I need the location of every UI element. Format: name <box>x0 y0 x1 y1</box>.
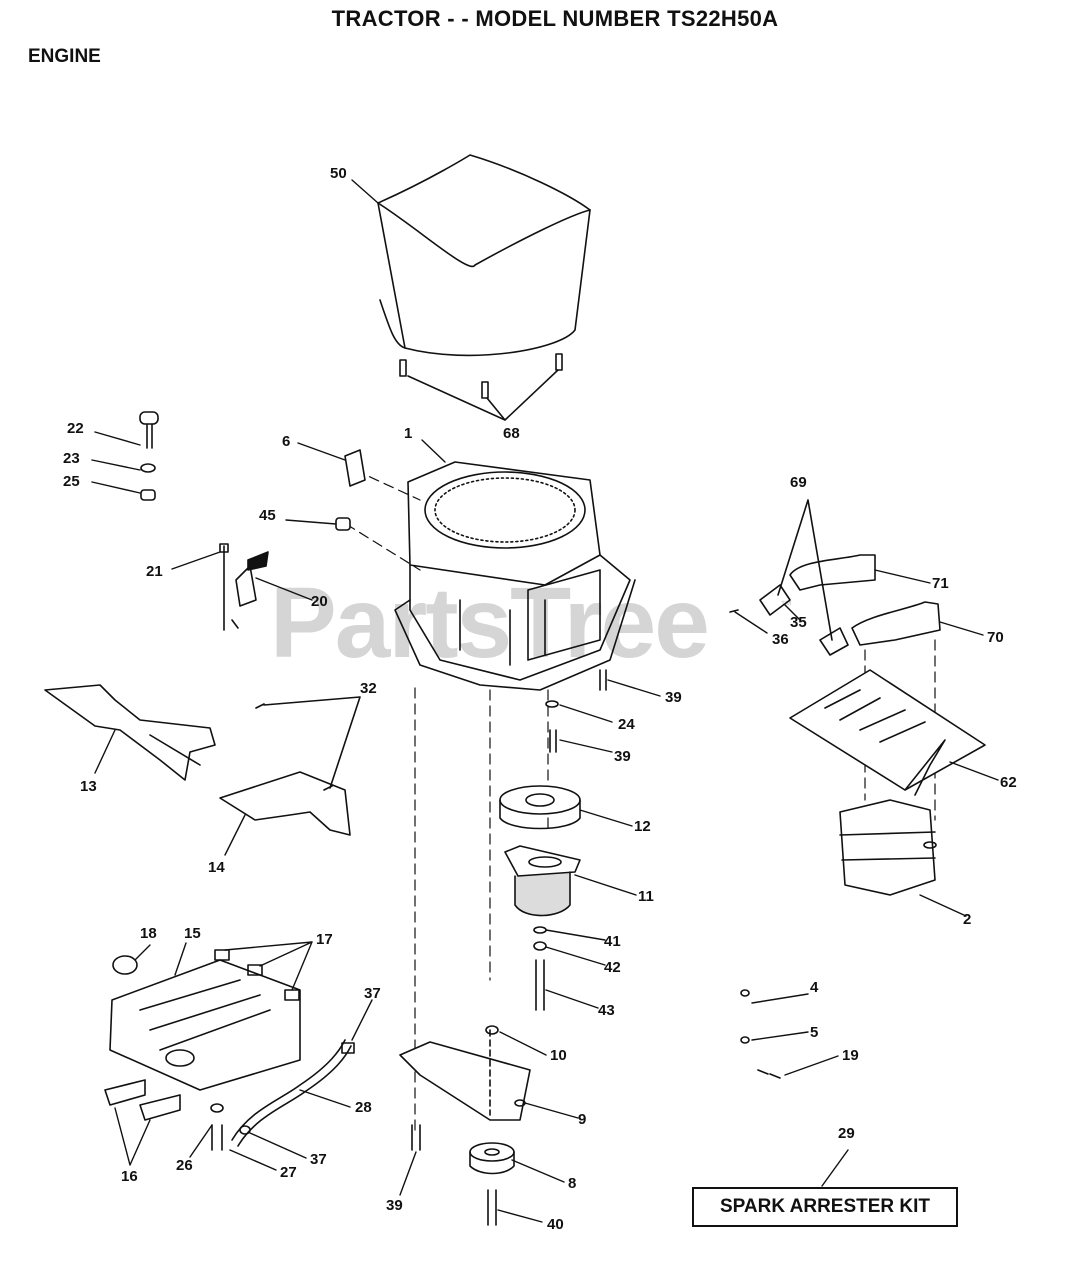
callout: 25 <box>63 473 80 490</box>
leader-lines <box>91 179 999 1223</box>
callout: 35 <box>790 614 807 631</box>
callout: 8 <box>568 1175 576 1192</box>
callout: 43 <box>598 1002 615 1019</box>
callout: 28 <box>355 1099 372 1116</box>
callout: 21 <box>146 563 163 580</box>
part-cover-screws <box>399 353 563 421</box>
callout: 12 <box>634 818 651 835</box>
callout: 45 <box>259 507 276 524</box>
callout: 15 <box>184 925 201 942</box>
part-engine-cover <box>377 154 591 357</box>
callout: 40 <box>547 1216 564 1233</box>
callout: 5 <box>810 1024 818 1041</box>
callout: 18 <box>140 925 157 942</box>
spark-arrester-kit-label: SPARK ARRESTER KIT <box>692 1187 958 1227</box>
callout: 32 <box>360 680 377 697</box>
part-small-hardware <box>740 989 781 1079</box>
part-muffler <box>839 799 937 896</box>
callout-numbers: 50 68 1 6 22 23 25 45 21 20 69 71 35 36 … <box>63 165 1017 1233</box>
callout: 26 <box>176 1157 193 1174</box>
callout: 50 <box>330 165 347 182</box>
callout: 68 <box>503 425 520 442</box>
part-throttle-assembly <box>219 543 269 631</box>
callout: 41 <box>604 933 621 950</box>
part-shroud-left <box>44 684 216 781</box>
callout: 37 <box>364 985 381 1002</box>
callout: 17 <box>316 931 333 948</box>
callout: 6 <box>282 433 290 450</box>
part-engine-block <box>394 461 636 691</box>
callout: 2 <box>963 911 971 928</box>
callout: 11 <box>638 888 654 905</box>
callout: 39 <box>665 689 682 706</box>
page-title: TRACTOR - - MODEL NUMBER TS22H50A <box>331 6 779 31</box>
callout: 62 <box>1000 774 1017 791</box>
callout: 69 <box>790 474 807 491</box>
part-electric-clutch <box>504 845 581 917</box>
callout: 19 <box>842 1047 859 1064</box>
callout: 24 <box>618 716 635 733</box>
part-heat-shield <box>789 669 986 796</box>
part-isolator-pads <box>104 1079 181 1121</box>
callout: 42 <box>604 959 621 976</box>
callout: 27 <box>280 1164 297 1181</box>
callout: 13 <box>80 778 97 795</box>
callout: 22 <box>67 420 84 437</box>
part-pulley <box>499 785 581 830</box>
callout: 9 <box>578 1111 586 1128</box>
callout: 29 <box>838 1125 855 1142</box>
section-title: ENGINE <box>28 46 101 67</box>
callout: 39 <box>614 748 631 765</box>
callout: 36 <box>772 631 789 648</box>
part-mounting-bracket <box>399 1025 531 1121</box>
callout: 70 <box>987 629 1004 646</box>
callout: 71 <box>932 575 949 592</box>
part-fitting <box>335 517 351 531</box>
part-bolt <box>545 669 607 753</box>
callout: 39 <box>386 1197 403 1214</box>
part-oil-drain <box>210 1039 355 1151</box>
callout: 16 <box>121 1168 138 1185</box>
part-oil-fill-cap <box>139 411 159 501</box>
part-exhaust-pipes <box>729 499 941 656</box>
callout: 14 <box>208 859 225 876</box>
callout: 1 <box>404 425 412 442</box>
callout: 23 <box>63 450 80 467</box>
part-clutch-bolt <box>533 926 547 1011</box>
part-shroud-screws <box>255 696 361 791</box>
part-engine-base <box>109 949 301 1091</box>
callout: 37 <box>310 1151 327 1168</box>
callout: 10 <box>550 1047 567 1064</box>
part-shroud-lower <box>219 771 351 836</box>
callout: 4 <box>810 979 819 996</box>
part-idler-pulley <box>411 1124 515 1226</box>
callout: 20 <box>311 593 328 610</box>
part-bracket <box>344 449 366 487</box>
